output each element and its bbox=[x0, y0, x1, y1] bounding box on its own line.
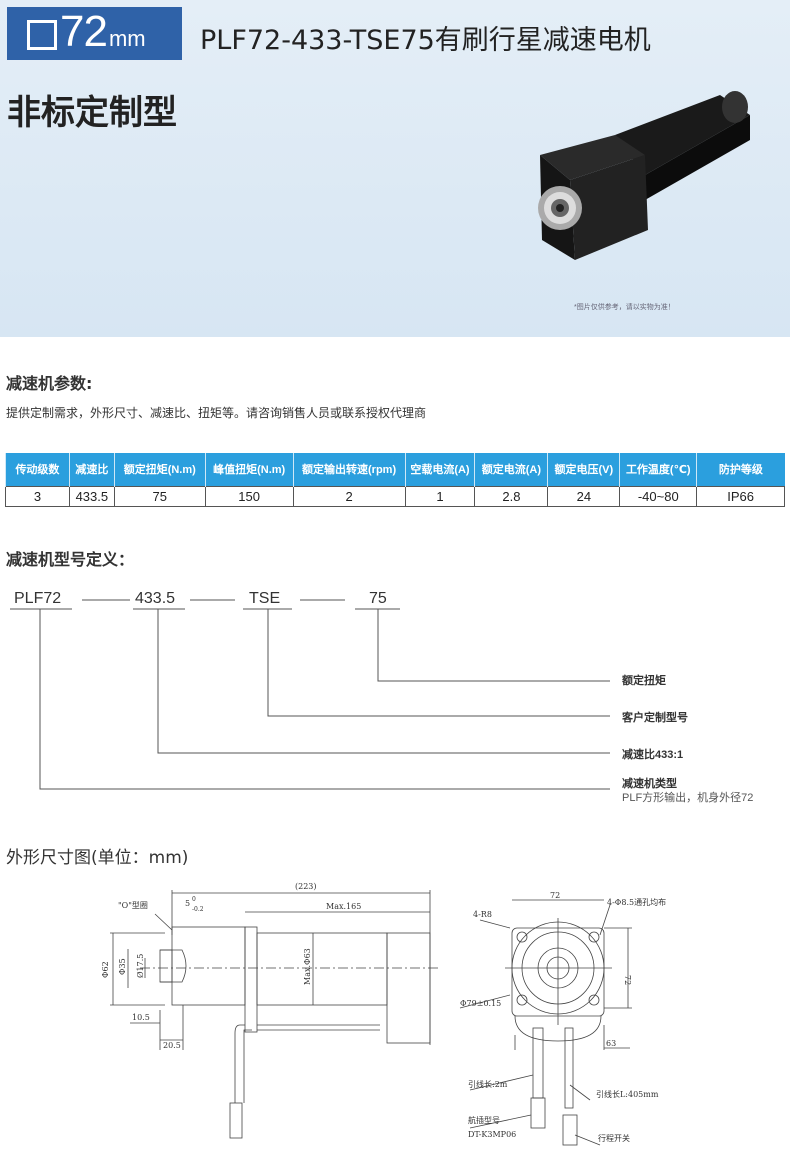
table-header-row: 传动级数 减速比 额定扭矩(N.m) 峰值扭矩(N.m) 额定输出转速(rpm)… bbox=[5, 453, 785, 486]
definition-custom: 客户定制型号 bbox=[622, 712, 688, 724]
dim-flange: 5 bbox=[185, 899, 190, 908]
column-header: 工作温度(℃) bbox=[619, 453, 697, 486]
label-connector: 航插型号 bbox=[468, 1115, 500, 1125]
column-header: 减速比 bbox=[68, 453, 115, 486]
dim-offset: 63 bbox=[606, 1039, 616, 1048]
label-r8: 4-R8 bbox=[473, 910, 492, 919]
size-badge: 72 mm bbox=[7, 7, 182, 60]
hero-banner: 72 mm PLF72-433-TSE75有刷行星减速电机 非标定制型 *图片仅… bbox=[0, 0, 790, 337]
table-cell: 2.8 bbox=[474, 485, 549, 507]
table-cell: 1 bbox=[404, 485, 476, 507]
size-unit: mm bbox=[108, 26, 146, 51]
drawing-heading: 外形尺寸图(单位：mm) bbox=[6, 848, 189, 868]
model-part-torque: 75 bbox=[369, 590, 387, 607]
model-part-type: PLF72 bbox=[14, 590, 62, 607]
label-o-ring: "O"型圈 bbox=[118, 901, 148, 910]
definition-type: 减速机类型 bbox=[622, 778, 677, 790]
table-cell: 24 bbox=[547, 485, 621, 507]
dim-d62: Φ62 bbox=[101, 961, 110, 978]
dim-d17: Ø17.5 bbox=[136, 954, 145, 978]
label-lead2: 引线长L:405mm bbox=[596, 1089, 659, 1099]
dim-tol-up: 0 bbox=[192, 896, 196, 903]
definition-type-desc: PLF方形输出，机身外径72 bbox=[622, 792, 754, 804]
column-header: 额定输出转速(rpm) bbox=[292, 453, 405, 486]
dim-overall: (223) bbox=[295, 882, 317, 891]
front-view bbox=[459, 899, 632, 1146]
table-cell: 2 bbox=[292, 485, 406, 507]
table-cell: 433.5 bbox=[68, 485, 115, 507]
dim-10-5: 10.5 bbox=[132, 1013, 150, 1022]
side-view bbox=[110, 890, 440, 1139]
table-cell: IP66 bbox=[696, 485, 785, 507]
table-cell: -40~80 bbox=[619, 485, 698, 507]
label-limit-switch: 行程开关 bbox=[598, 1133, 630, 1143]
params-table: 传动级数 减速比 额定扭矩(N.m) 峰值扭矩(N.m) 额定输出转速(rpm)… bbox=[5, 453, 785, 507]
column-header: 额定扭矩(N.m) bbox=[113, 453, 206, 486]
column-header: 空载电流(A) bbox=[404, 453, 475, 486]
column-header: 防护等级 bbox=[696, 453, 785, 486]
table-row: 3 433.5 75 150 2 1 2.8 24 -40~80 IP66 bbox=[5, 485, 785, 507]
product-title: PLF72-433-TSE75有刷行星减速电机 bbox=[200, 25, 651, 56]
dim-max-length: Max.165 bbox=[326, 902, 361, 911]
dim-max-dia: Max.Φ63 bbox=[303, 948, 312, 985]
column-header: 额定电压(V) bbox=[547, 453, 620, 486]
dim-20-5: 20.5 bbox=[163, 1041, 181, 1050]
column-header: 峰值扭矩(N.m) bbox=[204, 453, 294, 486]
dim-height: 72 bbox=[623, 975, 632, 985]
label-lead1: 引线长:2m bbox=[468, 1079, 508, 1089]
params-description: 提供定制需求，外形尺寸、减速比、扭矩等。请咨询销售人员或联系授权代理商 bbox=[6, 406, 427, 420]
column-header: 额定电流(A) bbox=[474, 453, 548, 486]
dimension-drawing: (223) Max.165 "O"型圈 5 0 -0.2 Φ62 Φ35 Ø17… bbox=[101, 882, 666, 1146]
model-part-ratio: 433.5 bbox=[135, 590, 176, 607]
table-cell: 3 bbox=[5, 485, 70, 507]
dim-tol-down: -0.2 bbox=[192, 906, 204, 913]
motor-image bbox=[538, 91, 750, 260]
label-holes: 4-Φ8.5通孔均布 bbox=[607, 897, 666, 907]
params-heading: 减速机参数: bbox=[6, 374, 93, 393]
model-part-custom: TSE bbox=[249, 590, 281, 607]
model-heading: 减速机型号定义： bbox=[6, 550, 135, 569]
label-connector-model: DT-K3MP06 bbox=[468, 1130, 516, 1139]
dim-pcd: Φ79±0.15 bbox=[460, 999, 501, 1008]
image-note: *图片仅供参考，请以实物为准！ bbox=[574, 304, 675, 311]
product-subtitle: 非标定制型 bbox=[7, 93, 177, 133]
square-icon bbox=[27, 20, 57, 50]
size-number: 72 bbox=[60, 7, 108, 56]
table-cell: 150 bbox=[204, 485, 294, 507]
dim-d35: Φ35 bbox=[118, 958, 127, 975]
definition-torque: 额定扭矩 bbox=[622, 675, 666, 687]
definition-ratio: 减速比433:1 bbox=[622, 749, 684, 761]
model-definition-lines bbox=[10, 599, 610, 790]
dim-width: 72 bbox=[550, 891, 560, 900]
table-cell: 75 bbox=[113, 485, 206, 507]
column-header: 传动级数 bbox=[5, 453, 70, 486]
